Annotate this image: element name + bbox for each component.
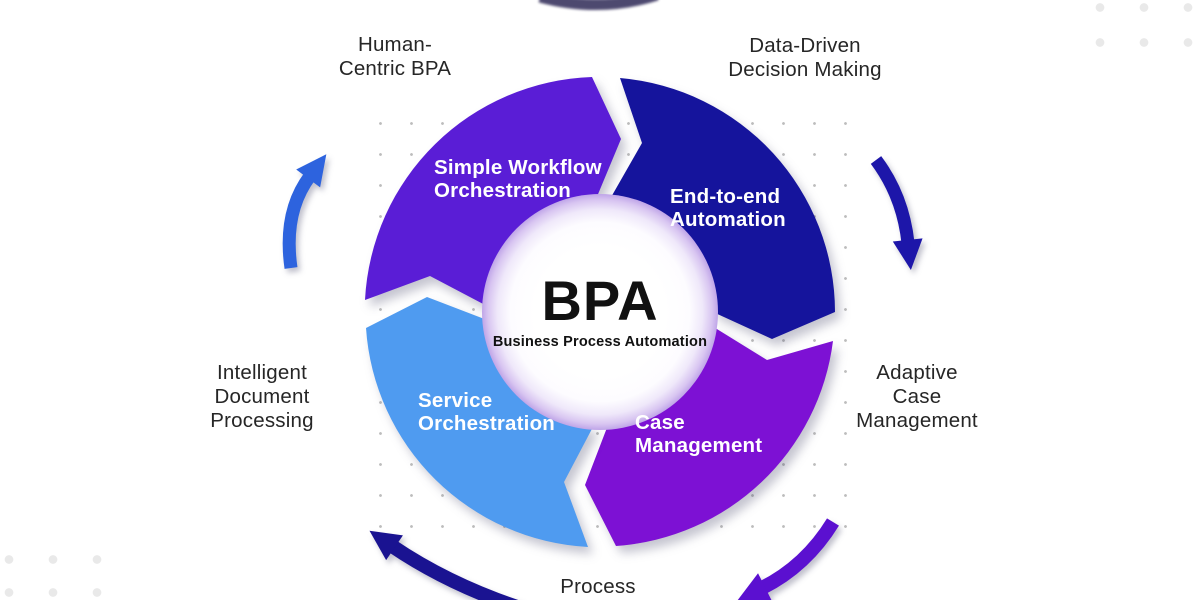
label-line: Adaptive [876,361,958,384]
label-line: Document [214,385,310,408]
corner-dots-top-right [1078,0,1200,60]
label-line: Case [892,385,942,408]
label-line: Processing [210,409,314,432]
label-line: Orchestration [418,411,556,435]
label-line: End-to-end [670,185,781,208]
segment-label-case-management: Case Management [635,411,785,457]
label-human-centric-bpa: Human- Centric BPA [295,33,495,81]
bpa-subtitle: Business Process Automation [492,334,708,350]
bpa-acronym: BPA [541,269,659,332]
arrow-top-clipped [538,0,659,11]
label-line: Decision Making [728,58,882,81]
label-line: Simple Workflow [434,156,602,179]
label-line: Intelligent [217,361,307,384]
label-line: Service [418,389,493,412]
segment-simple-workflow-orchestration [365,77,621,306]
segment-case-management [585,326,833,546]
center-circle [482,194,718,430]
label-line: Data-Driven [749,34,861,57]
segment-label-simple-workflow-orchestration: Simple Workflow Orchestration [434,156,619,202]
label-line: Orchestration [434,178,572,202]
label-line: Management [635,433,763,457]
label-intelligent-document-processing: Intelligent Document Processing [162,361,362,433]
label-line: Case [635,411,685,434]
label-line: Centric BPA [338,57,452,80]
segment-label-service-orchestration: Service Orchestration [418,389,578,435]
arrow-right-down [870,156,923,271]
label-line: Human- [357,33,433,56]
corner-dots-bottom-left [0,543,121,600]
label-line: Process [560,575,636,598]
segment-end-to-end-automation [610,78,835,339]
arrow-bottom-right [737,518,839,600]
label-line: Management [856,409,978,432]
segment-service-orchestration [366,297,594,547]
label-line: Automation [670,207,786,231]
center-title: BPA Business Process Automation [480,269,720,351]
label-process: Process [498,575,698,599]
label-adaptive-case-management: Adaptive Case Management [817,361,1017,433]
segment-label-end-to-end-automation: End-to-end Automation [670,185,820,231]
label-data-driven-decision-making: Data-Driven Decision Making [700,34,910,82]
arrow-bottom-left [369,530,519,600]
arrow-left-up [282,154,327,269]
